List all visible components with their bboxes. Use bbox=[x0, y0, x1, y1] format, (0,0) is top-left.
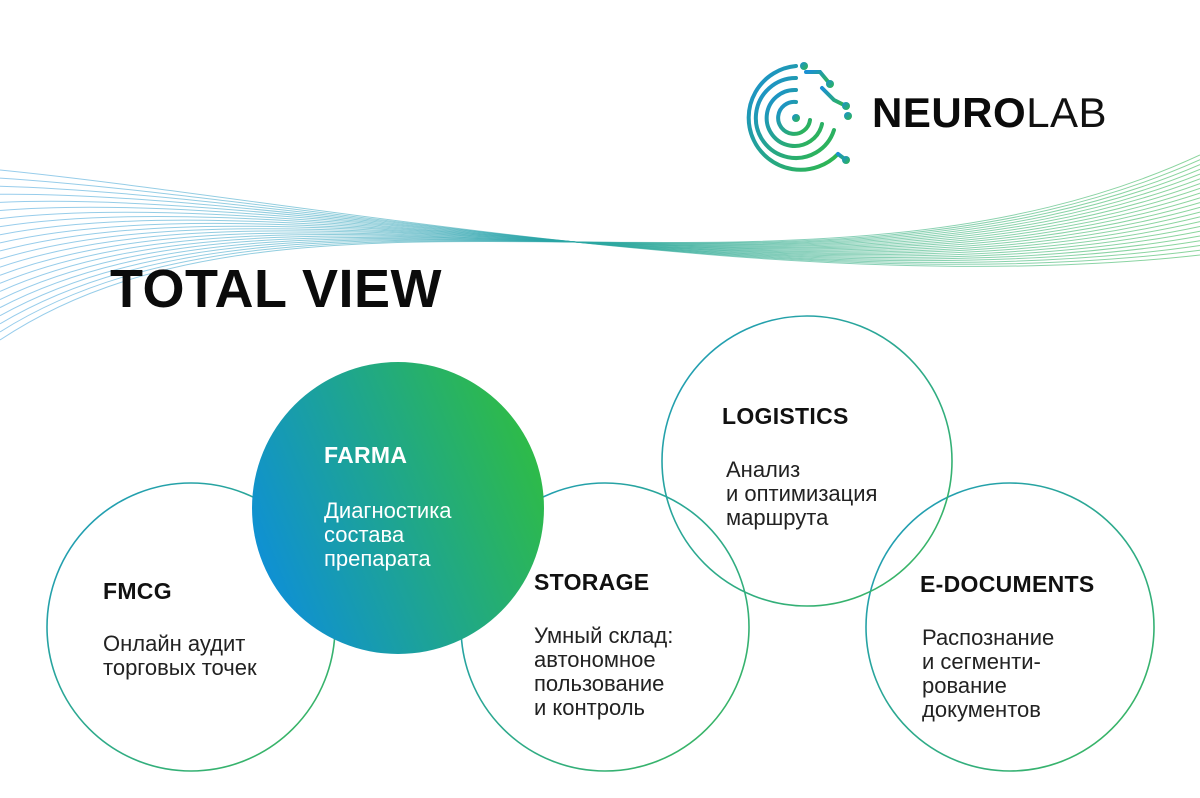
fmcg-description-line: торговых точек bbox=[103, 655, 257, 680]
logistics-description-line: Анализ bbox=[726, 457, 801, 482]
storage-description-line: и контроль bbox=[534, 695, 646, 720]
storage-description: Умный склад: автономное пользование и ко… bbox=[534, 624, 673, 720]
farma-circle bbox=[252, 362, 544, 654]
logistics-description-line: и оптимизация bbox=[726, 481, 878, 506]
logistics-label: LOGISTICS bbox=[722, 403, 849, 429]
e-documents-circle bbox=[865, 482, 1155, 772]
e-documents-description-line: документов bbox=[922, 697, 1041, 722]
e-documents-label: E-DOCUMENTS bbox=[920, 571, 1095, 597]
farma-label: FARMA bbox=[324, 442, 408, 468]
farma-description-line: состава bbox=[324, 522, 405, 547]
fmcg-description-line: Онлайн аудит bbox=[103, 631, 246, 656]
e-documents-description: Распознание и сегменти- рование документ… bbox=[922, 626, 1054, 722]
storage-description-line: пользование bbox=[534, 671, 665, 696]
storage-description-line: автономное bbox=[534, 647, 656, 672]
logistics-circle bbox=[661, 315, 953, 607]
brand-name: NEUROLAB bbox=[872, 92, 1107, 134]
logistics-description-line: маршрута bbox=[726, 505, 829, 530]
fmcg-description: Онлайн аудит торговых точек bbox=[103, 632, 257, 680]
neurolab-logo: NEUROLAB bbox=[734, 58, 1124, 178]
fmcg-label: FMCG bbox=[103, 578, 172, 604]
e-documents-description-line: и сегменти- bbox=[922, 649, 1041, 674]
brand-name-bold: NEURO bbox=[872, 89, 1027, 136]
neurolab-logo-mark-icon bbox=[746, 62, 852, 172]
farma-description: Диагностика состава препарата bbox=[324, 499, 452, 571]
e-documents-description-line: Распознание bbox=[922, 625, 1055, 650]
farma-description-line: Диагностика bbox=[324, 498, 452, 523]
farma-description-line: препарата bbox=[324, 546, 431, 571]
storage-label: STORAGE bbox=[534, 569, 650, 595]
page-title: TOTAL VIEW bbox=[110, 259, 443, 319]
logistics-description: Анализ и оптимизация маршрута bbox=[726, 458, 877, 530]
wave-line bbox=[0, 154, 1200, 341]
brand-name-light: LAB bbox=[1026, 89, 1108, 136]
storage-description-line: Умный склад: bbox=[534, 623, 674, 648]
e-documents-description-line: рование bbox=[922, 673, 1007, 698]
